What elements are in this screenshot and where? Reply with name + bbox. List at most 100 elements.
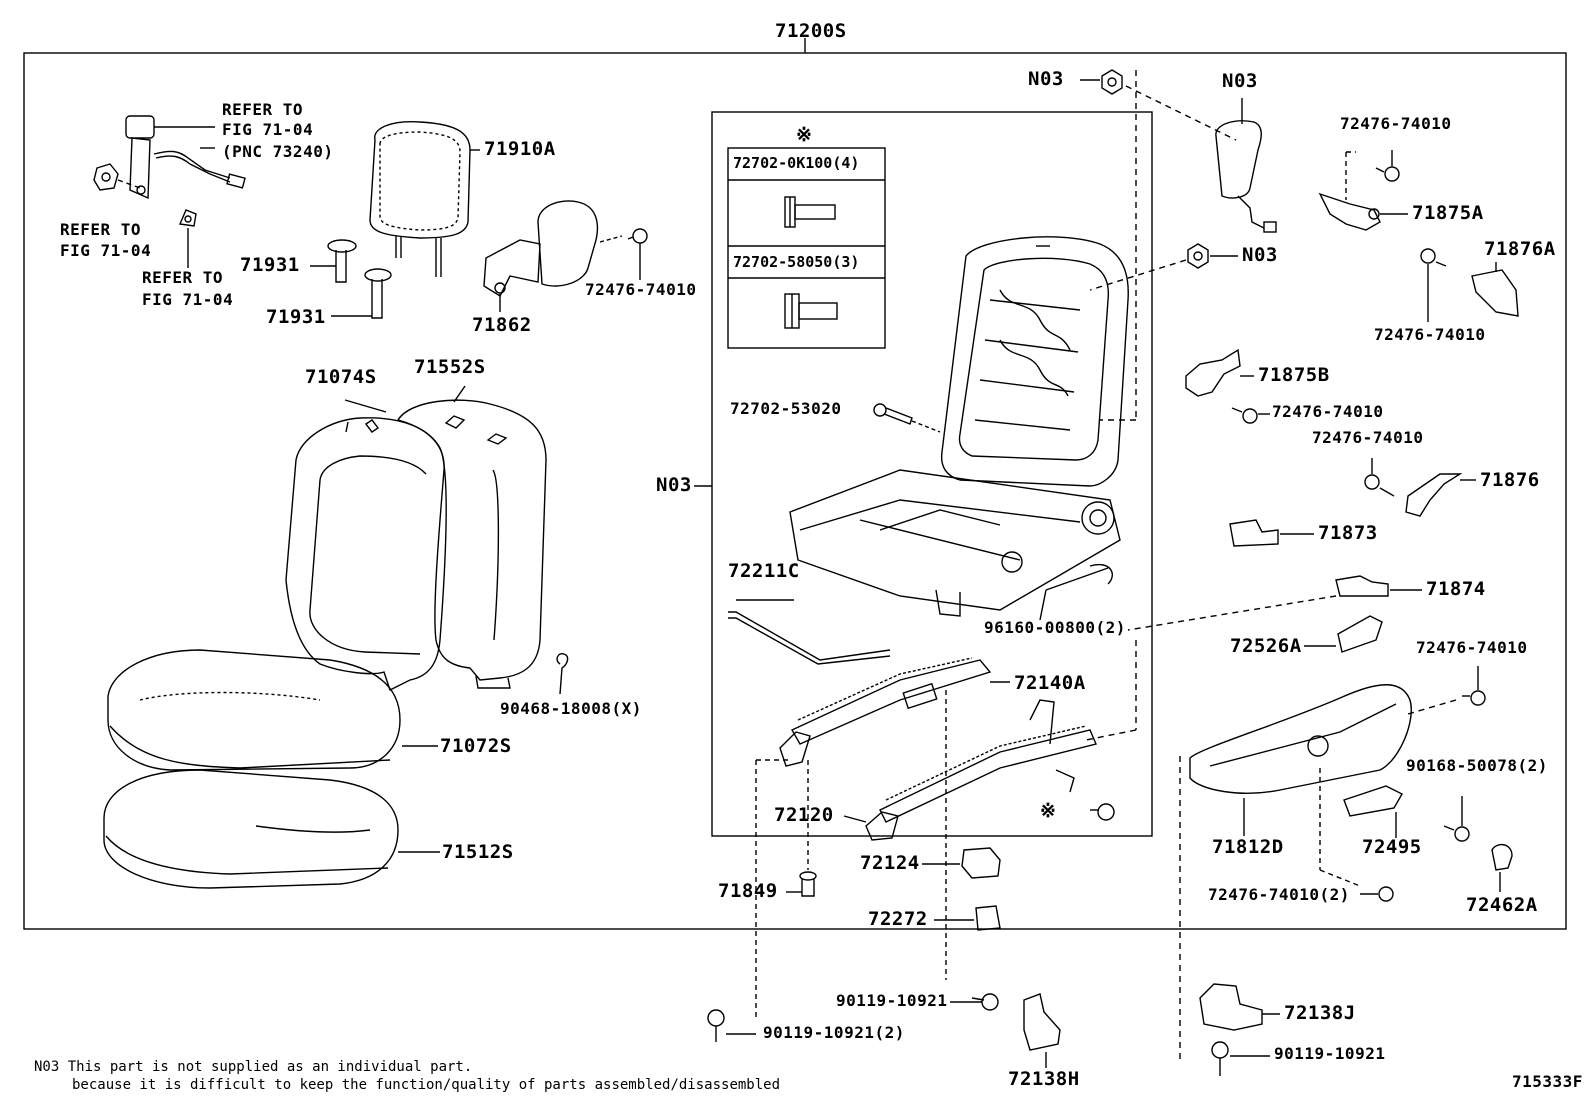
label-side-shield: 71812D: [1212, 836, 1284, 858]
track-clip: [922, 847, 1001, 879]
bolt-icon: [1090, 803, 1115, 821]
recliner-lever: [1405, 473, 1476, 517]
label-bolt: 90119-10921: [1274, 1044, 1386, 1063]
label-fastener-2: 72702-58050(3): [733, 253, 860, 271]
label-hinge-cover: 71862: [472, 314, 532, 336]
seat-track: [779, 657, 1097, 841]
footnote-line-1: N03 This part is not supplied as an indi…: [34, 1059, 473, 1075]
label-seatback-cover: 71074S: [305, 366, 377, 388]
label-clip: 72124: [860, 852, 920, 874]
label-note-mark: ※: [796, 124, 813, 146]
adjuster-knob: [1304, 615, 1383, 653]
label-screw: 72476-74010: [1416, 638, 1528, 657]
anchor-clip: [178, 209, 197, 268]
side-airbag-module: [1215, 98, 1277, 233]
label-illustration-ref: 715333F: [1512, 1072, 1583, 1091]
label-screw: 72476-74010(2): [1208, 885, 1350, 904]
label-seat-wire: 72211C: [728, 560, 800, 582]
seat-side-shield: [1189, 684, 1412, 836]
label-screw: 72476-74010: [1272, 402, 1384, 421]
screw-icon: [1420, 248, 1447, 322]
nut-icon: [93, 163, 141, 191]
label-fastener-1: 72702-0K100(4): [733, 154, 860, 172]
label-n03: N03: [1028, 68, 1064, 90]
seatback-pad: [396, 399, 547, 689]
seat-frame: [789, 236, 1129, 617]
screw-icon: [1360, 886, 1394, 902]
label-bracket: 71875A: [1412, 202, 1484, 224]
label-knob: 72526A: [1230, 635, 1302, 657]
frame-subassembly-box: [711, 111, 1153, 837]
label-track: 72120: [774, 804, 834, 826]
label-clip: 96160-00800(2): [984, 618, 1126, 637]
seat-wire: [728, 611, 891, 665]
label-cover-cap: 72462A: [1466, 894, 1538, 916]
label-hog-ring: 90468-18008(X): [500, 699, 642, 718]
label-headrest-guide: 71931: [266, 306, 326, 328]
label-bracket: 71873: [1318, 522, 1378, 544]
label-lever: 72495: [1362, 836, 1422, 858]
lift-lever: [1343, 785, 1403, 838]
hog-ring: [556, 652, 569, 695]
bolt-icon: [784, 196, 836, 228]
label-screw: 72476-74010: [1340, 114, 1452, 133]
headrest-guide: [331, 268, 392, 319]
side-cover-bracket: [1318, 192, 1408, 231]
label-side-cover: 71876A: [1484, 238, 1556, 260]
seat-cushion-cover: [107, 649, 438, 771]
track-bracket: [1229, 519, 1314, 547]
label-screw: 72476-74010: [1374, 325, 1486, 344]
seatback-cover: [285, 417, 447, 691]
label-fig-ref: FIG 71-04: [142, 290, 234, 309]
pin-icon: [786, 760, 817, 897]
label-track-cover: 72138H: [1008, 1068, 1080, 1090]
cover-cap: [1491, 843, 1513, 892]
label-bracket: 71874: [1426, 578, 1486, 600]
side-cover: [1471, 262, 1519, 317]
nut-icon: [1187, 243, 1238, 269]
track-clip: [934, 905, 1001, 931]
bolt-icon: [784, 293, 838, 329]
label-refer-to: REFER TO: [60, 220, 142, 239]
seat-belt-buckle: [125, 115, 246, 200]
fastener-table: [727, 147, 886, 349]
label-fig-ref: FIG 71-04: [60, 241, 152, 260]
track-bracket: [1335, 575, 1422, 597]
label-screw: 72476-74010: [585, 280, 697, 299]
label-seatback-pad: 71552S: [414, 356, 486, 378]
label-bolt: 90119-10921(2): [763, 1023, 905, 1042]
seat-back-hinge-cover: [483, 200, 623, 312]
headrest: [369, 121, 480, 277]
label-pin: 71849: [718, 880, 778, 902]
seat-cushion-pad: [103, 769, 440, 889]
screw-icon: [1231, 407, 1270, 424]
bolt-icon: [950, 993, 999, 1011]
label-fig-ref: FIG 71-04: [222, 120, 314, 139]
screw-icon: [1462, 666, 1486, 706]
label-refer-to: REFER TO: [142, 268, 224, 287]
recliner-bracket: [1185, 348, 1254, 397]
track-cover: [1023, 993, 1061, 1068]
label-n03: N03: [656, 474, 692, 496]
bolt-icon: [873, 403, 941, 433]
assembly-frame: [23, 52, 1567, 930]
label-pnc: (PNC 73240): [222, 142, 334, 161]
label-cushion-pad: 71512S: [442, 841, 514, 863]
label-track-cover: 72138J: [1284, 1002, 1356, 1024]
bolt-icon: [1211, 1041, 1270, 1076]
label-n03: N03: [1222, 70, 1258, 92]
label-screw: 90168-50078(2): [1406, 756, 1548, 775]
label-71200s: 71200S: [775, 20, 847, 42]
label-refer-to: REFER TO: [222, 100, 304, 119]
nut-icon: [1080, 69, 1123, 95]
track-cover: [1199, 983, 1280, 1031]
label-lever: 71876: [1480, 469, 1540, 491]
label-cushion-cover: 71072S: [440, 735, 512, 757]
label-track: 72140A: [1014, 672, 1086, 694]
label-bracket: 71875B: [1258, 364, 1330, 386]
label-note-mark: ※: [1040, 800, 1057, 822]
label-headrest-guide: 71931: [240, 254, 300, 276]
screw-icon: [1375, 150, 1400, 182]
label-screw: 72476-74010: [1312, 428, 1424, 447]
